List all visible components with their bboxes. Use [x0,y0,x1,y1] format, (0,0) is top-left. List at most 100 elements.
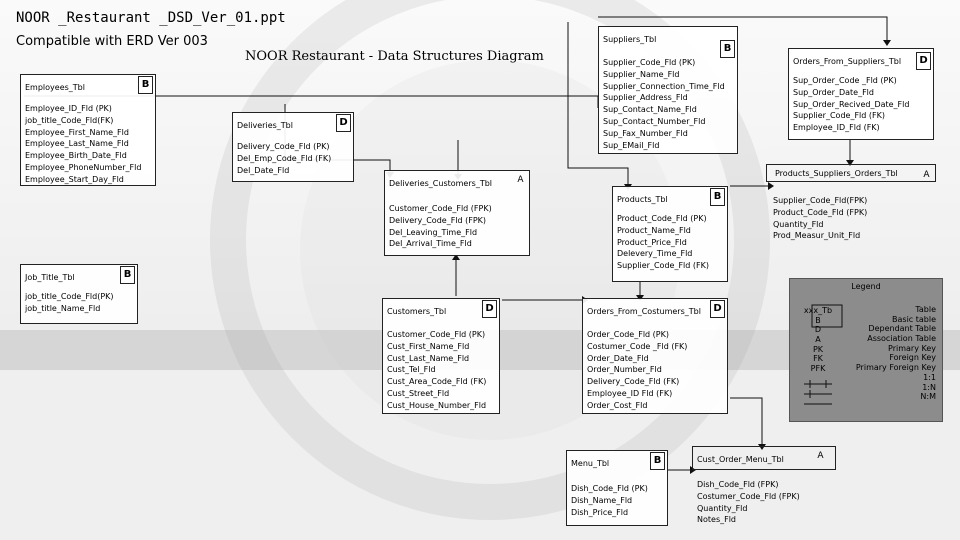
legend-description: Primary Foreign Key [855,363,936,373]
table-orders-from-costumers[interactable]: Orders_From_Costumers_Tbl D Order_Code_F… [582,298,728,414]
table-field: Cust_Last_Name_Fld [387,353,470,363]
table-suppliers[interactable]: Suppliers_Tbl B Supplier_Code_Fld (PK) S… [598,26,738,154]
table-title: Job_Title_Tbl [25,273,75,282]
field-list: Sup_Order_Code _Fld (PK) Sup_Order_Date_… [793,75,909,134]
table-field: Cust_Area_Code_Fld (FK) [387,377,487,387]
table-field: job_title_Code_Fld(FK) [25,115,114,125]
legend-table-swatch [811,304,843,328]
legend-panel: Legend xxx_Tb B D A PK FK PFK Table Basi… [789,278,943,422]
table-field: Order_Date_Fld [587,353,649,363]
table-type-badge: D [916,52,931,70]
table-field: Product_Name_Fld [617,225,691,235]
legend-description: 1:1 [923,372,936,382]
table-field: Order_Cost_Fld [587,400,648,410]
table-field: Del_Emp_Code_Fld (FK) [237,153,332,163]
table-field: Notes_Fld [697,515,737,525]
table-field: Sup_Order_Code _Fld (PK) [793,76,897,85]
table-field: Order_Number_Fld [587,365,662,375]
table-deliveries-customers[interactable]: Deliveries_Customers_Tbl A Customer_Code… [384,170,530,256]
field-list: Customer_Code_Fld (FPK) Delivery_Code_Fl… [389,203,492,250]
table-deliveries[interactable]: Deliveries_Tbl D Delivery_Code_Fld (PK) … [232,112,354,182]
table-field: Sup_Fax_Number_Fld [603,128,688,138]
legend-symbol: PFK [810,364,826,374]
field-list: Delivery_Code_Fld (PK) Del_Emp_Code_Fld … [237,141,331,176]
table-field: Product_Code_Fld (PK) [617,214,707,223]
table-type-badge: B [138,76,153,94]
table-orders-from-suppliers[interactable]: Orders_From_Suppliers_Tbl D Sup_Order_Co… [788,48,934,140]
table-field: Cust_House_Number_Fld [387,400,487,410]
field-list: job_title_Code_Fld(PK) job_title_Name_Fl… [25,291,114,315]
legend-description: 1:N [922,382,936,392]
table-employees[interactable]: Employees_Tbl B Employee_ID_Fld (PK) job… [20,74,156,186]
legend-description: Basic table [892,314,936,324]
arrowhead [758,444,766,450]
table-products-suppliers-orders[interactable]: Products_Suppliers_Orders_Tbl A Supplier… [766,164,936,250]
table-title: Customers_Tbl [387,307,447,316]
field-list: Employee_ID_Fld (PK) job_title_Code_Fld(… [25,103,141,186]
connector-suppliers-to-orders-from-suppliers [598,16,888,40]
table-field: Employee_First_Name_Fld [25,127,129,137]
connector-orders-from-costumers-to-cust-order-menu [730,397,763,444]
table-field: Supplier_Code_Fld (PK) [603,58,696,67]
table-field: Supplier_Code_Fld(FPK) [773,196,868,205]
table-field: Supplier_Code_Fld (FK) [793,111,885,121]
legend-graphics [804,304,843,405]
table-field: Dish_Name_Fld [571,495,633,505]
table-type-badge: B [710,188,725,206]
legend-descriptions: Table Basic table Dependant Table Associ… [836,305,936,402]
table-menu[interactable]: Menu_Tbl B Dish_Code_Fld (PK) Dish_Name_… [566,450,668,526]
table-field: Quantity_Fld [697,503,748,513]
table-products[interactable]: Products_Tbl B Product_Code_Fld (PK) Pro… [612,186,728,282]
table-type-badge: A [817,451,824,461]
legend-description: Foreign Key [889,353,936,363]
pso-title-frame [766,164,936,182]
table-field: Sup_Contact_Name_Fld [603,105,697,115]
table-field: Employee_ID Fld (FK) [587,388,673,398]
table-field: Sup_Order_Date_Fld [793,87,874,97]
legend-symbol: FK [813,354,823,364]
cust-order-menu-title-frame [692,446,836,470]
legend-symbol: PK [812,344,824,354]
arrowhead [846,160,854,166]
field-list: Supplier_Code_Fld(FPK) Product_Code_Fld … [773,195,867,242]
legend-description: Association Table [867,334,936,344]
table-title: Suppliers_Tbl [603,35,657,44]
legend-title: Legend [851,282,881,291]
table-field: Supplier_Name_Fld [603,69,680,79]
table-field: Prod_Measur_Unit_Fld [773,231,861,241]
table-type-badge: A [517,175,524,185]
table-field: Employee_ID_Fld (PK) [25,104,112,113]
table-field: Cust_Street_Fld [387,388,450,398]
table-job-title[interactable]: Job_Title_Tbl B job_title_Code_Fld(PK) j… [20,264,138,324]
table-field: Delevery_Time_Fld [617,249,693,259]
connector-suppliers-to-products [567,22,629,184]
table-field: Employee_ID_Fld (FK) [793,123,880,133]
table-cust-order-menu[interactable]: Cust_Order_Menu_Tbl A Dish_Code_Fld (FPK… [692,446,836,532]
table-field: Supplier_Address_Fld [603,93,688,103]
table-field: job_title_Code_Fld(PK) [25,292,114,301]
table-field: Dish_Price_Fld [571,507,629,517]
table-field: job_title_Name_Fld [25,303,101,313]
table-field: Costumer_Code _Fld (FK) [587,341,688,351]
table-title: Menu_Tbl [571,459,610,468]
table-type-badge: B [120,266,135,284]
table-field: Customer_Code_Fld (FPK) [389,204,492,213]
table-field: Order_Code_Fld (PK) [587,330,669,339]
table-type-badge: D [710,300,725,318]
arrowhead [690,466,696,474]
field-list: Dish_Code_Fld (FPK) Costumer_Code_Fld (F… [697,479,800,526]
table-field: Del_Leaving_Time_Fld [389,227,478,237]
table-field: Employee_Last_Name_Fld [25,139,129,149]
compatibility-subtitle: Compatible with ERD Ver 003 [16,34,208,49]
table-type-badge: B [720,40,735,58]
table-customers[interactable]: Customers_Tbl D Customer_Code_Fld (PK) C… [382,298,500,414]
table-field: Product_Code_Fld (FPK) [773,207,868,217]
table-field: Employee_Birth_Date_Fld [25,151,127,161]
table-title: Products_Suppliers_Orders_Tbl [775,169,898,178]
table-title: Orders_From_Costumers_Tbl [587,307,701,316]
diagram-title: NOOR Restaurant - Data Structures Diagra… [245,49,544,64]
table-field: Costumer_Code_Fld (FPK) [697,491,800,501]
table-field: Del_Date_Fld [237,165,290,175]
legend-symbol: D [814,325,822,335]
legend-description: Dependant Table [868,324,936,334]
